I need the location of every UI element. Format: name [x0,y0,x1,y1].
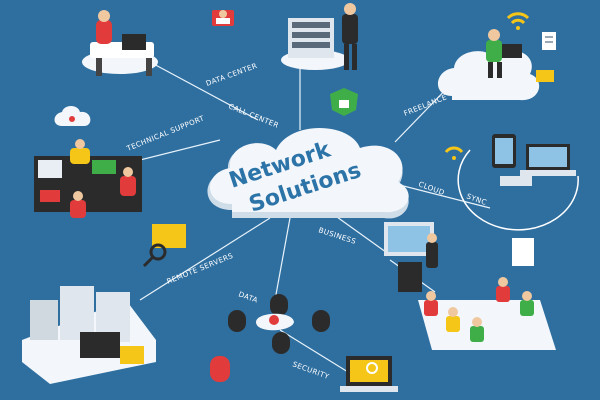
central-cloud-top [210,128,409,213]
shield-lock-icon [330,88,358,116]
server-tower-icon [22,286,156,384]
office-workspace-icon [34,139,142,218]
connector-business [329,211,391,256]
label-data-center: DATA CENTER [205,61,259,88]
label-cloud: CLOUD [417,179,446,197]
wifi-icon [506,12,530,30]
folder-icon [536,70,554,82]
document-icon [542,32,556,50]
label-data: DATA [237,289,259,304]
label-call-center: CALL CENTER [227,102,280,130]
server-rack-operator-icon [281,3,358,70]
database-icon [210,294,330,382]
desk-worker-icon [82,10,158,76]
connector-desk-worker [149,61,259,121]
meeting-table-icon [418,277,556,350]
label-business: BUSINESS [317,225,357,246]
user-badge-icon [212,10,234,26]
connector-data [274,217,291,301]
connector-remote-servers [139,217,271,301]
freelancer-cloud-icon [437,29,540,101]
laptop-security-icon [340,356,398,392]
business-presentation-icon [384,222,534,292]
label-technical-support: TECHNICAL SUPPORT [124,113,205,153]
connector-security [279,329,349,373]
label-remote-servers: REMOTE SERVERS [165,251,234,286]
sync-devices-icon [444,134,579,231]
central-cloud: Network Solutions [207,128,409,219]
label-freelance: FREELANCE [402,92,448,118]
label-security: SECURITY [291,359,330,381]
search-folder-icon [142,224,186,268]
cloud-small-icon [54,106,91,126]
